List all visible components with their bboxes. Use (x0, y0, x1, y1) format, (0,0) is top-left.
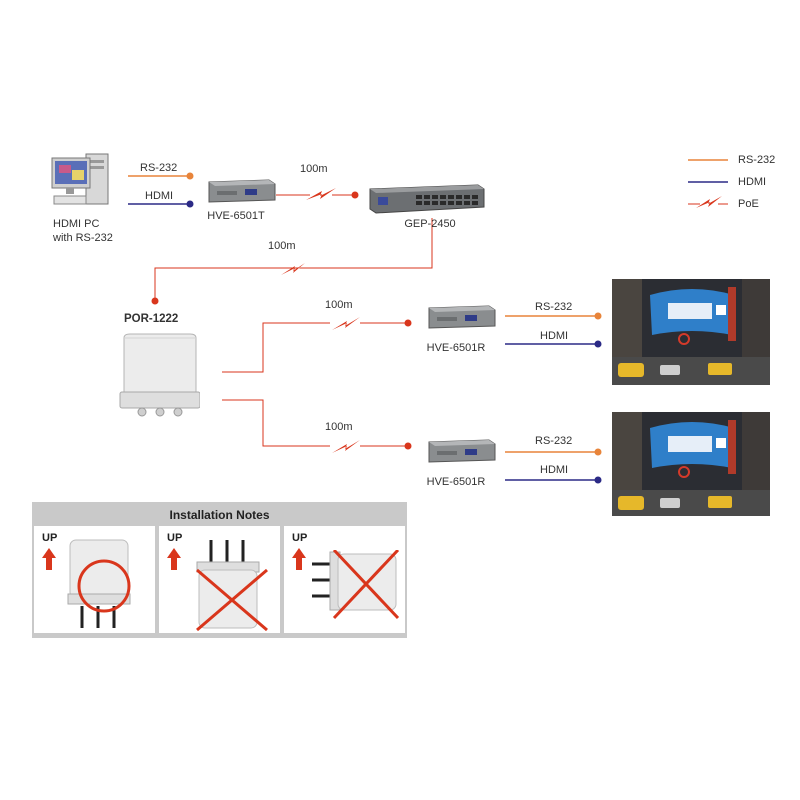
hdmi-label-top: HDMI (145, 190, 174, 202)
rs232-label-top: RS-232 (140, 162, 178, 174)
distance-splitter-rx1: 100m (325, 299, 353, 311)
note-cell-upside-down: UP (159, 526, 280, 633)
up-label: UP (167, 532, 183, 544)
receiver-1-label: HVE-6501R (426, 342, 486, 354)
poe-wire-switch-splitter (154, 218, 433, 300)
receiver-2-device-icon (428, 439, 496, 463)
display-photo-2 (612, 412, 770, 516)
legend-hdmi-label: HDMI (738, 176, 767, 188)
hdmi-port-dot (186, 200, 194, 208)
distance-tx-switch: 100m (300, 163, 328, 175)
enclosure-inverted-icon (196, 540, 268, 632)
receiver-1-device-icon (428, 305, 496, 329)
up-label: UP (42, 532, 58, 544)
poe-bolt-3 (332, 317, 360, 330)
rx1-hdmi-label: HDMI (540, 330, 569, 342)
poe-bolt-4 (332, 440, 360, 453)
legend-rs232-label: RS-232 (738, 154, 776, 166)
display-photo-1 (612, 279, 770, 385)
distance-switch-splitter: 100m (268, 240, 296, 252)
note-cell-correct: UP (34, 526, 155, 633)
rx2-hdmi-label: HDMI (540, 464, 569, 476)
enclosure-upright-icon (67, 539, 131, 628)
installation-notes-title: Installation Notes (169, 508, 270, 522)
up-arrow-icon (292, 548, 306, 570)
poe-port-dot-rx2 (404, 442, 412, 450)
transmitter-device-icon (208, 179, 276, 203)
poe-bolt-1 (306, 188, 336, 200)
poe-port-dot-switch (351, 191, 359, 199)
poe-wire-rx1 (222, 322, 408, 373)
transmitter-label: HVE-6501T (207, 210, 265, 222)
hdmi-pc-icon (51, 153, 109, 205)
distance-splitter-rx2: 100m (325, 421, 353, 433)
up-arrow-icon (42, 548, 56, 570)
note-cell-sideways: UP (284, 526, 405, 633)
rx2-rs232-label: RS-232 (535, 435, 573, 447)
switch-device-icon (369, 184, 485, 214)
switch-label: GEP-2450 (404, 218, 456, 230)
poe-port-dot-splitter (151, 297, 159, 305)
poe-bolt-2 (280, 263, 306, 276)
poe-port-dot-rx1 (404, 319, 412, 327)
splitter-enclosure-icon (119, 333, 200, 417)
pc-label-line2: with RS-232 (53, 232, 113, 244)
installation-notes-panel: Installation Notes UP UP (32, 502, 407, 638)
pc-label-line1: HDMI PC (53, 218, 100, 230)
correct-circle-mark (77, 559, 131, 613)
receiver-2-label: HVE-6501R (426, 476, 486, 488)
enclosure-sideways-icon (312, 550, 400, 620)
legend-poe-label: PoE (738, 198, 759, 210)
rx1-rs232-label: RS-232 (535, 301, 573, 313)
up-label: UP (292, 532, 308, 544)
poe-wire-rx2 (222, 399, 408, 447)
rs232-port-dot (186, 172, 194, 180)
up-arrow-icon (167, 548, 181, 570)
legend-poe-bolt (696, 196, 722, 208)
splitter-label: POR-1222 (124, 313, 179, 325)
